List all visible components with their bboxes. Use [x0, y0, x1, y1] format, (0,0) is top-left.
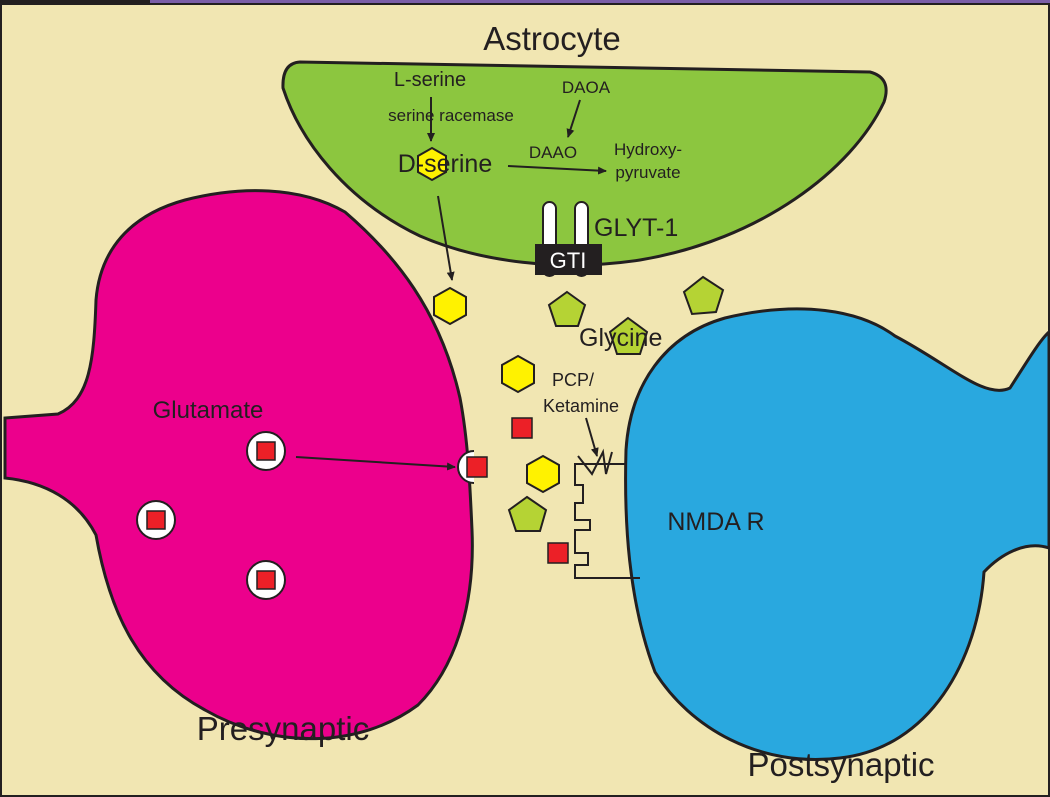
glutamate-molecule-icon [256, 441, 276, 461]
glycine-molecule-icon [682, 275, 725, 316]
l-serine-label: L-serine [394, 69, 466, 91]
serine-racemase-label: serine racemase [388, 106, 514, 125]
postsynaptic-label: Postsynaptic [747, 746, 934, 783]
daao-arrow [507, 165, 607, 175]
top-bar-dark [0, 0, 150, 4]
glutamate-molecule-icon [466, 456, 488, 478]
daao-label: DAAO [529, 143, 577, 162]
glutamate-molecule-icon [146, 510, 166, 530]
glycine-molecule-icon [547, 290, 587, 327]
glutamate-release-arrow [295, 456, 456, 471]
glycine-label: Glycine [579, 324, 662, 352]
d-serine-molecule-icon [433, 286, 467, 326]
nmda-receptor-outline [574, 463, 640, 579]
gti-box [535, 244, 602, 275]
glyt1-label: GLYT-1 [594, 214, 678, 242]
astrocyte-label: Astrocyte [483, 20, 621, 57]
glycine-molecule-icon [608, 316, 649, 355]
daoa-label: DAOA [562, 78, 611, 97]
presynaptic-label: Presynaptic [197, 710, 369, 747]
hydroxy-label-line2: pyruvate [615, 163, 680, 182]
nmda-receptor-label: NMDA R [667, 508, 764, 536]
pcp-binding-site [577, 448, 613, 476]
glycine-molecule-icon [507, 495, 548, 532]
gti-label: GTI [550, 248, 587, 273]
pcp-label-line1: PCP/ [552, 370, 594, 390]
glutamate-label: Glutamate [153, 397, 264, 424]
d-serine-molecule-icon [501, 354, 535, 394]
d-serine-release-arrow [437, 195, 455, 281]
pcp-label-line2: Ketamine [543, 396, 619, 416]
d-serine-label: D-serine [398, 150, 492, 178]
glutamate-molecule-icon [256, 570, 276, 590]
postsynaptic-neuron [624, 307, 1050, 761]
d-serine-molecule-icon [526, 454, 560, 494]
d-serine-hexagon-icon [417, 146, 447, 182]
daoa-arrow [566, 99, 581, 138]
glutamate-molecule-icon [547, 542, 569, 564]
glutamate-molecule-icon [511, 417, 533, 439]
hydroxy-label-line1: Hydroxy- [614, 140, 682, 159]
pcp-arrow [585, 417, 599, 457]
top-bar [150, 0, 1050, 4]
